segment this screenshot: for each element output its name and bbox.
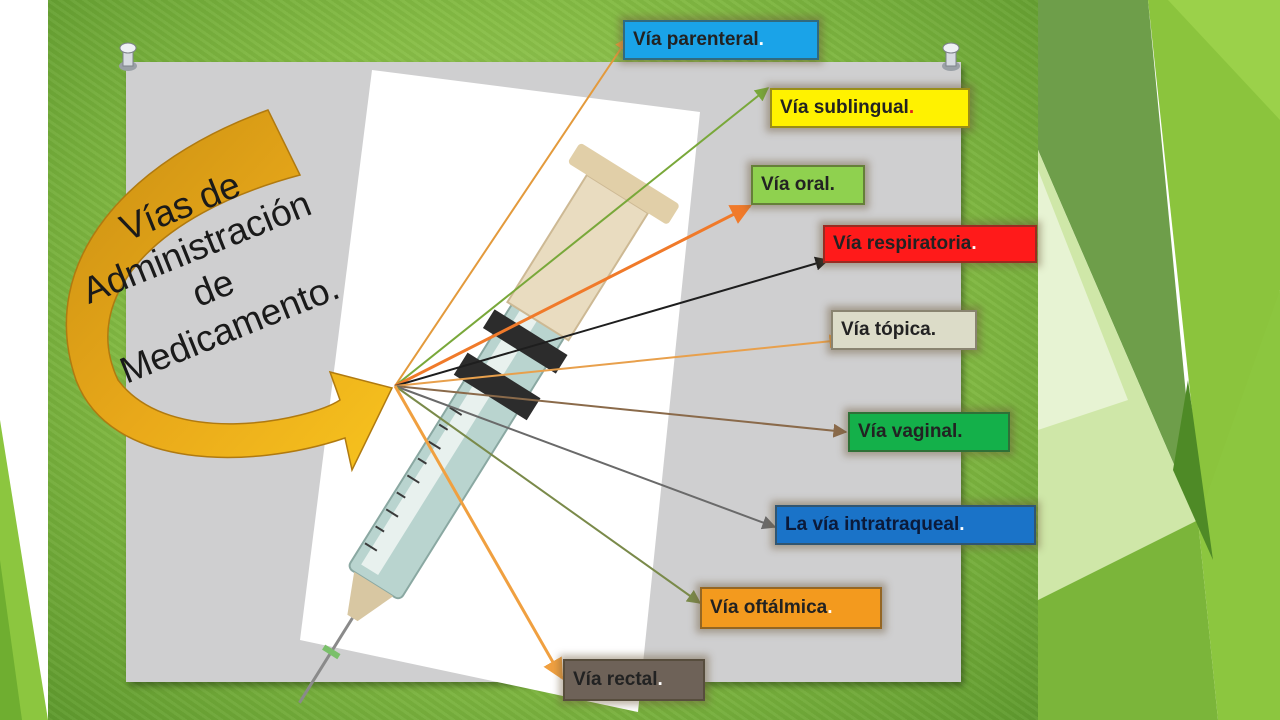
left-decoration: [0, 0, 48, 720]
label-via-topica: Vía tópica.: [831, 310, 977, 350]
route-arrows: [393, 36, 848, 680]
label-via-sublingual: Vía sublingual.: [770, 88, 970, 128]
right-decoration: [1038, 0, 1280, 720]
label-via-parenteral: Vía parenteral.: [623, 20, 819, 60]
title-curved-arrow: [65, 109, 394, 473]
label-via-oftalmica: Vía oftálmica.: [700, 587, 882, 629]
arrow-oftalmica: [394, 385, 702, 604]
arrow-sublingual: [394, 87, 770, 387]
arrow-respiratoria: [394, 256, 830, 387]
arrow-parenteral: [394, 36, 629, 387]
label-via-oral: Vía oral.: [751, 165, 865, 205]
arrow-oral: [394, 204, 752, 388]
label-via-vaginal: Vía vaginal.: [848, 412, 1010, 452]
arrow-intratraqueal: [394, 385, 777, 530]
label-via-rectal: Vía rectal.: [563, 659, 705, 701]
arrow-vaginal: [394, 385, 848, 438]
label-via-respiratoria: Vía respiratoria.: [823, 225, 1037, 263]
pin-right-icon: [942, 42, 960, 71]
pin-left-icon: [119, 42, 137, 71]
arrow-rectal: [393, 385, 564, 680]
label-via-intratraqueal: La vía intratraqueal.: [775, 505, 1036, 545]
arrow-topica: [394, 334, 844, 387]
